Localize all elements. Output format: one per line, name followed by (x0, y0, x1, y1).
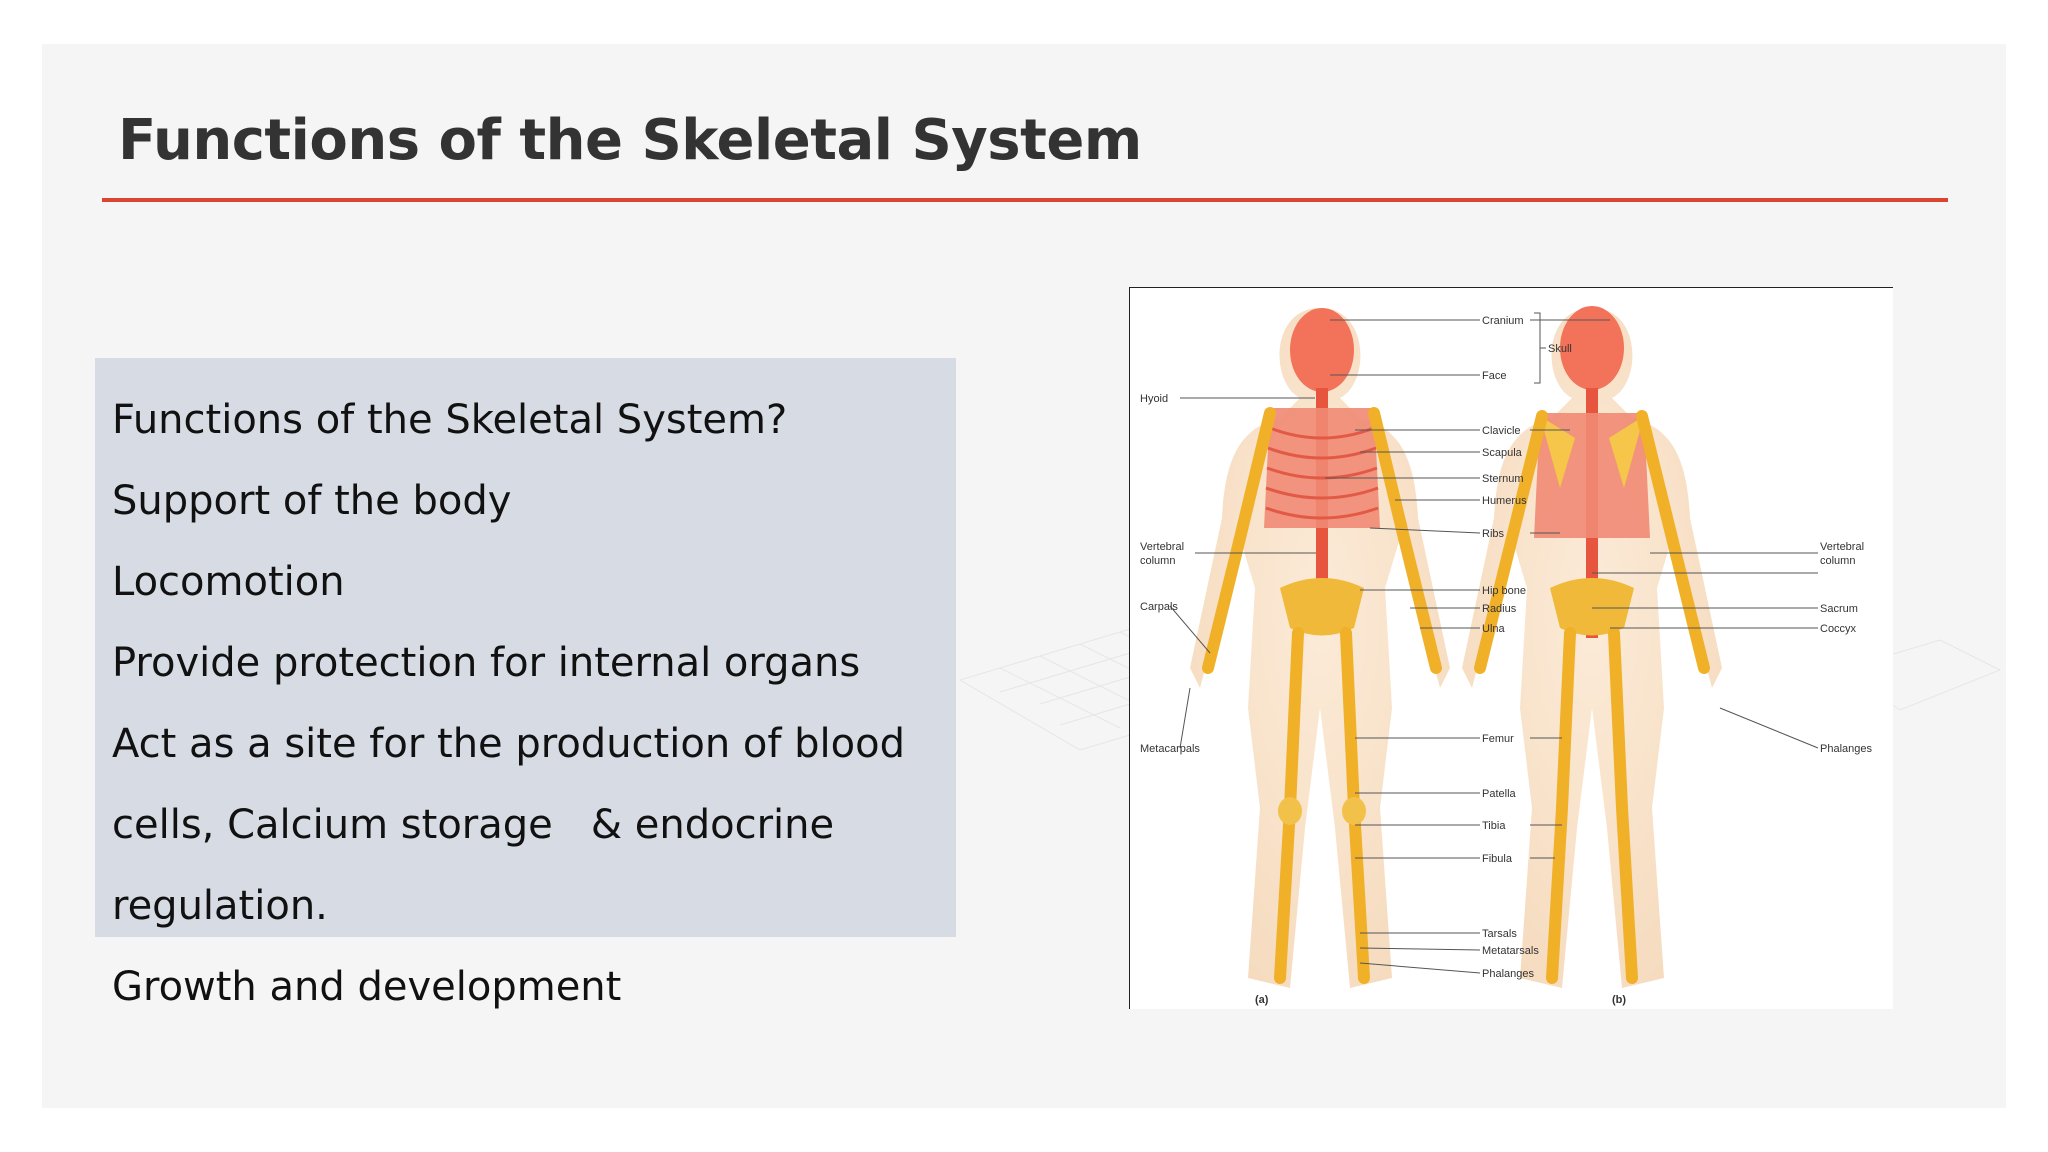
label-hip-bone: Hip bone (1482, 585, 1526, 597)
label-patella: Patella (1482, 788, 1517, 800)
skeleton-posterior-figure (1462, 306, 1722, 988)
caption-b: (b) (1612, 994, 1626, 1006)
slide-title: Functions of the Skeletal System (118, 108, 1142, 173)
bullet-list: Functions of the Skeletal System? Suppor… (112, 380, 905, 1028)
label-ribs: Ribs (1482, 528, 1505, 540)
label-femur: Femur (1482, 733, 1514, 745)
label-vertebral-right: Vertebral (1820, 541, 1864, 553)
label-clavicle: Clavicle (1482, 425, 1521, 437)
label-scapula: Scapula (1482, 447, 1523, 459)
label-phalanges-hand: Phalanges (1820, 743, 1872, 755)
bullet-item: Act as a site for the production of bloo… (112, 721, 905, 767)
label-hyoid: Hyoid (1140, 393, 1168, 405)
label-coccyx: Coccyx (1820, 623, 1857, 635)
bullets-highlight-box (95, 358, 956, 937)
label-tarsals: Tarsals (1482, 928, 1517, 940)
bullet-item: Support of the body (112, 478, 512, 524)
label-carpals: Carpals (1140, 601, 1178, 613)
bullet-item: Functions of the Skeletal System? (112, 397, 788, 443)
skeleton-anterior-figure (1190, 308, 1450, 988)
label-column-left: column (1140, 555, 1175, 567)
bullet-item: Locomotion (112, 559, 345, 605)
label-fibula: Fibula (1482, 853, 1513, 865)
title-underline (102, 198, 1948, 202)
label-sacrum: Sacrum (1820, 603, 1858, 615)
label-face: Face (1482, 370, 1506, 382)
label-humerus: Humerus (1482, 495, 1527, 507)
bullet-item: Provide protection for internal organs (112, 640, 861, 686)
label-vertebral-left: Vertebral (1140, 541, 1184, 553)
label-metatarsals: Metatarsals (1482, 945, 1539, 957)
bullet-item: Growth and development (112, 964, 622, 1010)
label-phalanges-foot: Phalanges (1482, 968, 1534, 980)
label-sternum: Sternum (1482, 473, 1524, 485)
label-metacarpals: Metacarpals (1140, 743, 1200, 755)
skeleton-diagram: Cranium Skull Face Clavicle Scapula Ster… (1129, 287, 1893, 1009)
label-ulna: Ulna (1482, 623, 1506, 635)
label-cranium: Cranium (1482, 315, 1524, 327)
caption-a: (a) (1255, 994, 1269, 1006)
label-tibia: Tibia (1482, 820, 1506, 832)
bullet-item: cells, Calcium storage & endocrine (112, 802, 835, 848)
label-skull: Skull (1548, 343, 1572, 355)
label-column-right: column (1820, 555, 1855, 567)
label-radius: Radius (1482, 603, 1517, 615)
bullet-item: regulation. (112, 883, 328, 929)
